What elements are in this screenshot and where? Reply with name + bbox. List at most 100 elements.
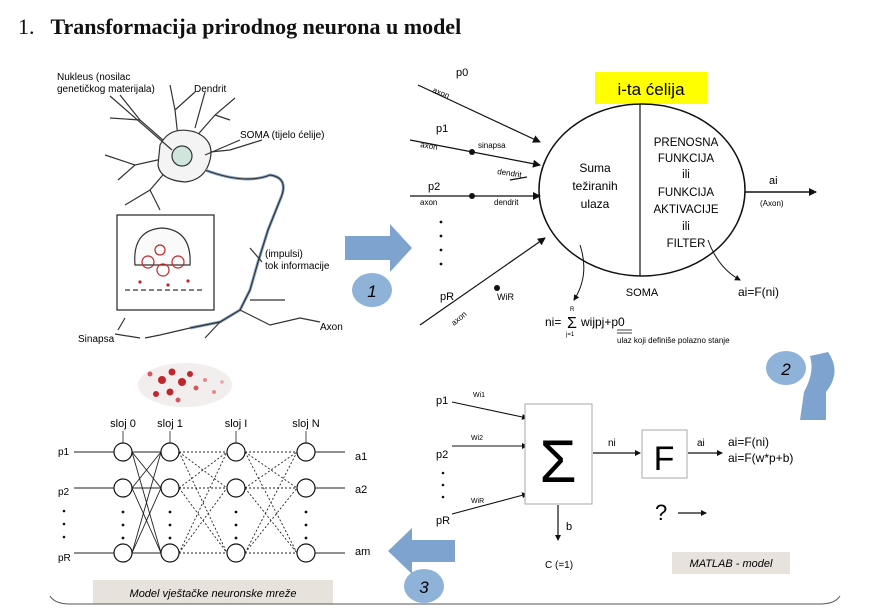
ann-edge	[178, 451, 228, 554]
svg-text:ili: ili	[682, 169, 690, 181]
ann-node	[226, 543, 246, 563]
sum-top-index: R	[570, 307, 575, 313]
svg-text:p1: p1	[436, 395, 448, 407]
ann-node-ellipsis	[121, 523, 125, 527]
ni-label: ni	[608, 438, 616, 449]
bottom-bracket	[49, 595, 841, 605]
question-mark: ?	[655, 500, 667, 525]
page-title: 1. Transformacija prirodnog neurona u mod…	[18, 14, 461, 40]
ai-label: ai	[697, 438, 705, 449]
cell-ellipse	[538, 103, 746, 277]
ann-node	[160, 442, 180, 462]
f-box	[641, 429, 688, 479]
sinapsa-label: Sinapsa	[78, 334, 115, 345]
matlab-input-labels: p1 p2 pR	[436, 395, 450, 527]
ann-node-ellipsis	[168, 510, 172, 514]
input-p2-dendrit: dendrit	[494, 198, 519, 207]
ann-node	[113, 543, 133, 563]
bias-label: b	[566, 521, 572, 533]
ann-node-ellipsis	[304, 523, 308, 527]
ann-node-ellipsis	[304, 536, 308, 540]
impulsi-label-1: (impulsi)	[265, 249, 303, 260]
input-p1-dendrit: dendrit	[497, 167, 523, 179]
svg-text:AKTIVACIJE: AKTIVACIJE	[654, 204, 719, 216]
sum-text: Suma težiranih ulaza	[572, 161, 617, 211]
soma-label: SOMA (tijelo ćelije)	[240, 130, 324, 141]
svg-text:FUNKCIJA: FUNKCIJA	[658, 153, 715, 165]
ann-edge	[178, 487, 228, 554]
transfer-text: PRENOSNA FUNKCIJA ili FUNKCIJA AKTIVACIJ…	[654, 137, 719, 250]
svg-text:p2: p2	[436, 449, 448, 461]
ann-edge	[131, 487, 162, 554]
cell-title: i-ta ćelija	[617, 80, 685, 99]
ann-node-ellipsis	[168, 523, 172, 527]
svg-text:Suma: Suma	[579, 161, 611, 175]
svg-text:pR: pR	[436, 515, 450, 527]
svg-text:sloj 1: sloj 1	[157, 418, 183, 430]
svg-text:a1: a1	[355, 451, 367, 463]
ann-caption-box	[93, 580, 333, 604]
matlab-caption: MATLAB - model	[690, 558, 773, 570]
output-formula: ai=F(ni)	[738, 285, 779, 299]
ann-node-ellipsis	[121, 510, 125, 514]
ann-input-ellipsis	[62, 509, 66, 539]
ann-input-labels: p1 p2 pR	[58, 447, 71, 564]
ann-edge	[178, 451, 228, 489]
input-pR-axon: axon	[450, 309, 469, 327]
svg-text:Wi1: Wi1	[473, 392, 485, 399]
nucleus-label-1: Nukleus (nosilac	[57, 72, 130, 83]
svg-text:FILTER: FILTER	[667, 238, 706, 250]
sigma-symbol: Σ	[539, 428, 576, 495]
svg-text:ili: ili	[682, 221, 690, 233]
input-p0: p0	[456, 67, 468, 79]
ann-node	[226, 478, 246, 498]
bias-constant: C (=1)	[545, 560, 573, 571]
svg-text:FUNKCIJA: FUNKCIJA	[658, 187, 715, 199]
input-p1: p1	[436, 123, 448, 135]
impulsi-label-2: tok informacije	[265, 261, 330, 272]
svg-text:p2: p2	[58, 487, 70, 498]
sigma-box	[524, 403, 593, 505]
sum-bottom-index: j=1	[565, 332, 575, 338]
input-p2-axon: axon	[420, 198, 437, 207]
svg-text:a2: a2	[355, 484, 367, 496]
svg-text:ulaza: ulaza	[581, 197, 610, 211]
svg-text:sloj I: sloj I	[225, 418, 248, 430]
input-p1-sinapsa: sinapsa	[478, 141, 506, 150]
svg-text:1: 1	[367, 282, 376, 301]
ann-node	[113, 442, 133, 462]
step-arrow-2	[800, 352, 835, 420]
step-badge-1: 1	[352, 273, 392, 307]
title-text: Transformacija prirodnog neurona u model	[50, 14, 462, 39]
soma-bottom-label: SOMA	[626, 287, 659, 299]
matlab-inputs	[451, 401, 528, 515]
dendrit-label: Dendrit	[194, 84, 226, 95]
axon-label: Axon	[320, 322, 343, 333]
ann-node-ellipsis	[234, 510, 238, 514]
input-pR-weight: WiR	[497, 292, 514, 302]
svg-text:sloj 0: sloj 0	[110, 418, 136, 430]
sum-formula-body: wijpj+p0	[580, 315, 625, 329]
ann-edge	[131, 451, 162, 489]
ann-edge	[244, 451, 298, 489]
ann-node	[296, 543, 316, 563]
nucleus	[171, 145, 193, 167]
sum-note: ulaz koji definiše polazno stanje	[617, 336, 730, 345]
title-number: 1.	[18, 14, 35, 39]
input-p0-axon: axon	[431, 86, 450, 101]
ann-node-ellipsis	[234, 523, 238, 527]
svg-text:WiR: WiR	[471, 498, 484, 505]
ann-edge	[131, 451, 162, 554]
step-badge-3: 3	[404, 569, 444, 603]
svg-text:PRENOSNA: PRENOSNA	[654, 137, 719, 149]
step-badge-2: 2	[766, 351, 806, 385]
matlab-eq-2: ai=F(w*p+b)	[728, 451, 793, 465]
svg-text:2: 2	[780, 360, 791, 379]
nucleus-label-2: genetičkog materijala)	[57, 84, 155, 95]
ann-connections	[74, 431, 345, 554]
svg-text:težiranih: težiranih	[572, 179, 617, 193]
output-ai: ai	[769, 175, 778, 187]
svg-text:am: am	[355, 546, 370, 558]
matlab-caption-box	[672, 552, 790, 574]
